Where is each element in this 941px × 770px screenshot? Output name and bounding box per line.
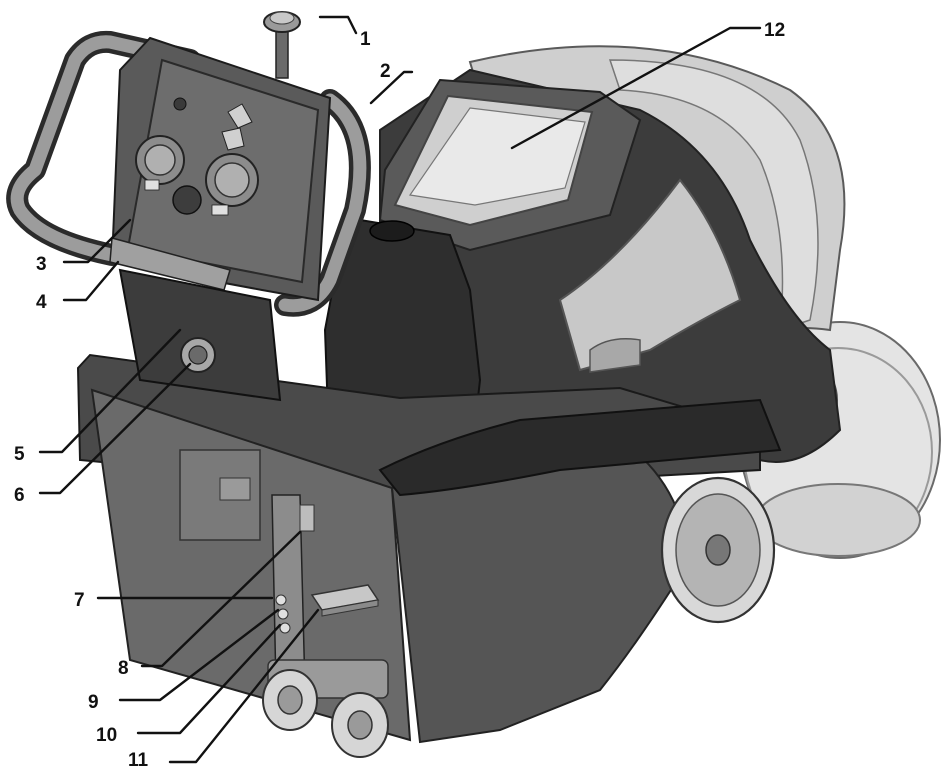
callout-5: 5 xyxy=(14,444,25,465)
leader-5 xyxy=(38,328,182,454)
chassis xyxy=(76,353,782,744)
leader-3 xyxy=(62,218,132,264)
callout-11: 11 xyxy=(128,750,149,770)
leader-9 xyxy=(118,608,280,702)
callout-1: 1 xyxy=(360,29,371,50)
leader-12 xyxy=(510,26,762,150)
tank-lid xyxy=(378,78,642,252)
callout-4: 4 xyxy=(36,292,47,313)
callout-6: 6 xyxy=(14,485,25,506)
callout-leaders xyxy=(38,15,762,764)
front-casters xyxy=(262,659,389,758)
callout-9: 9 xyxy=(88,692,99,713)
handle-bar xyxy=(6,30,371,317)
leader-6 xyxy=(38,362,192,495)
callout-3: 3 xyxy=(36,254,47,275)
control-strip xyxy=(271,494,315,691)
control-console xyxy=(109,36,332,302)
callout-numbers: 1 2 3 4 5 6 7 8 9 10 11 12 xyxy=(14,20,785,770)
leader-2 xyxy=(369,70,414,105)
callout-7: 7 xyxy=(74,590,85,611)
leader-10 xyxy=(136,623,282,735)
callout-12: 12 xyxy=(764,20,785,41)
leader-8 xyxy=(140,530,302,668)
callout-8: 8 xyxy=(118,658,129,679)
battery-bay xyxy=(179,449,261,541)
leader-11 xyxy=(168,608,320,764)
foot-pedal xyxy=(310,584,380,617)
rear-wheel xyxy=(660,476,776,624)
leader-4 xyxy=(62,260,120,302)
leader-1 xyxy=(318,15,358,35)
callout-2: 2 xyxy=(380,61,391,82)
emergency-stop xyxy=(263,11,301,79)
callout-10: 10 xyxy=(96,725,117,746)
